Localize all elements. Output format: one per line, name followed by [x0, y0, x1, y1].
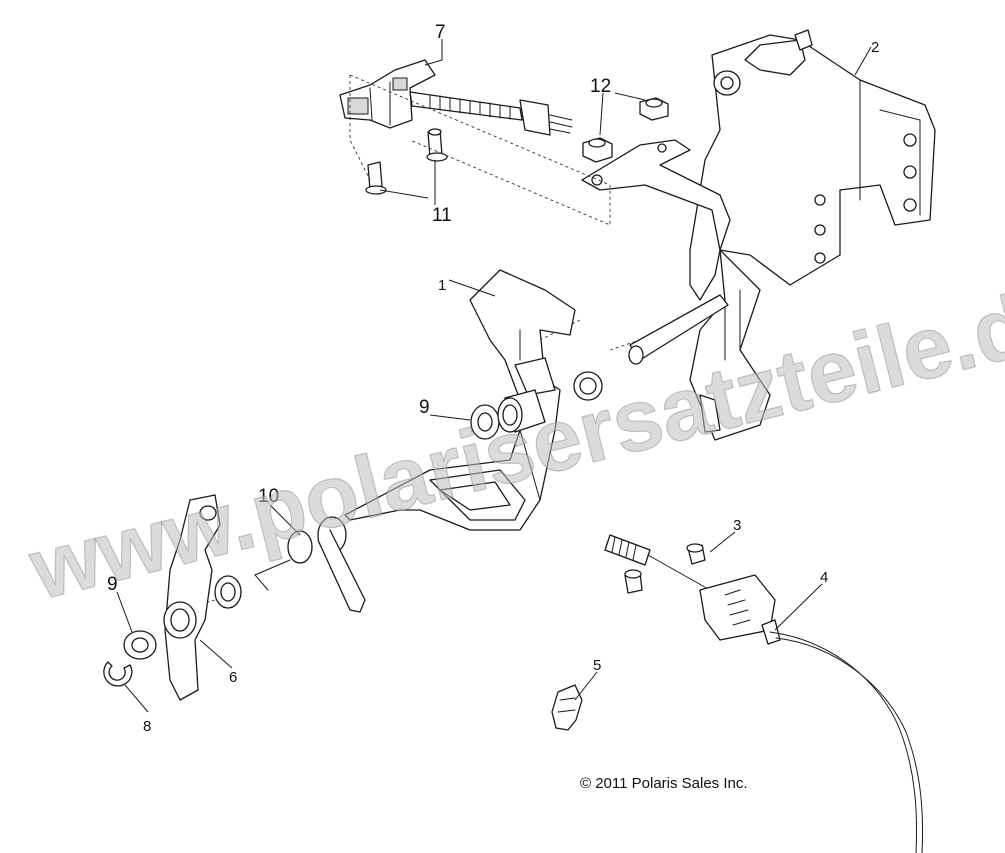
- callout-11: 11: [432, 205, 452, 226]
- leader-lines: [116, 39, 872, 713]
- part-12-flange-nuts: [582, 97, 669, 163]
- callout-7: 7: [435, 22, 446, 43]
- part-3-4-cable-assembly: [604, 534, 924, 853]
- copyright-notice: © 2011 Polaris Sales Inc.: [580, 775, 748, 792]
- callout-10: 10: [258, 486, 279, 507]
- callout-5: 5: [593, 657, 601, 674]
- callout-3: 3: [733, 517, 741, 534]
- part-6-lever: [123, 494, 242, 701]
- callout-numbers: 1 2 3 4 5 6 7 8 9 9 10 11 12: [107, 22, 879, 735]
- callout-12: 12: [590, 76, 611, 97]
- part-7-adjuster-assembly: [339, 59, 573, 136]
- part-1-pedal: [344, 269, 576, 531]
- part-5-wire-clip: [551, 684, 583, 731]
- callout-1: 1: [438, 277, 446, 294]
- callout-9-center: 9: [419, 397, 430, 418]
- callout-4: 4: [820, 569, 828, 586]
- callout-8: 8: [143, 718, 151, 735]
- center-bushings: [470, 371, 603, 440]
- part-8-clip: [103, 661, 133, 687]
- part-10-spring: [254, 516, 366, 613]
- callout-2: 2: [871, 39, 879, 56]
- part-11-pins: [365, 128, 448, 195]
- callout-6: 6: [229, 669, 237, 686]
- part-2-mounting-bracket: [581, 29, 936, 441]
- callout-9-left: 9: [107, 574, 118, 595]
